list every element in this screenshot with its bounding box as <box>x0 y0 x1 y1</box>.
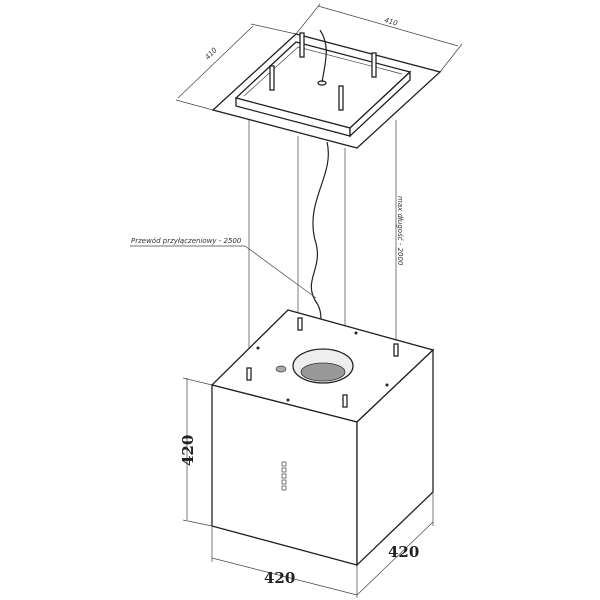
plate-width-label: 410 <box>383 16 399 28</box>
mounting-studs <box>269 32 377 111</box>
control-buttons[interactable] <box>281 461 287 491</box>
hood-width-dimension: 420 <box>211 526 358 598</box>
cable-grommet <box>275 365 287 373</box>
hood-body <box>210 309 435 567</box>
cable-annotation: Przewód przyłączeniowy - 2500 <box>130 237 317 299</box>
rod-length-label: max długość - 2000 <box>396 196 404 266</box>
hood-height-label: 420 <box>179 435 197 466</box>
cable-top <box>319 29 327 83</box>
hood-depth-label: 420 <box>388 543 419 561</box>
suspension-rods <box>248 120 397 398</box>
fan-icon <box>300 362 346 382</box>
plate-depth-label: 410 <box>204 46 219 62</box>
hood-height-dimension: 420 <box>179 377 213 527</box>
hood-width-label: 420 <box>264 569 295 587</box>
cable-label: Przewód przyłączeniowy - 2500 <box>131 237 242 245</box>
hood-depth-dimension: 420 <box>356 492 434 596</box>
plate-width-dimension: 410 <box>295 3 463 73</box>
